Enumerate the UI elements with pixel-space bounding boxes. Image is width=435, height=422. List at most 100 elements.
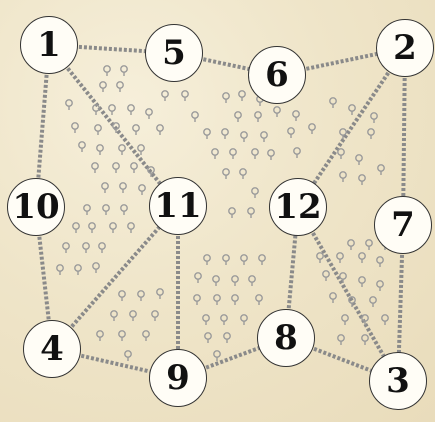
- tree-icon: [330, 293, 336, 303]
- tree-icon: [288, 128, 294, 138]
- tree-icon: [157, 289, 163, 299]
- tree-icon: [205, 333, 211, 343]
- tree-icon: [359, 277, 365, 287]
- tree-icon: [204, 129, 210, 139]
- tree-icon: [256, 295, 262, 305]
- tree-icon: [362, 335, 368, 345]
- node-10[interactable]: 10: [7, 178, 65, 236]
- node-label: 7: [391, 208, 415, 242]
- tree-icon: [73, 223, 79, 233]
- tree-icon: [93, 105, 99, 115]
- tree-icon: [125, 351, 131, 361]
- tree-icon: [117, 82, 123, 92]
- tree-icon: [349, 297, 355, 307]
- node-11[interactable]: 11: [149, 177, 207, 235]
- tree-icon: [371, 113, 377, 123]
- tree-icon: [146, 109, 152, 119]
- node-label: 10: [12, 190, 59, 224]
- tree-icon: [121, 66, 127, 76]
- tree-icon: [223, 255, 229, 265]
- tree-icon: [99, 243, 105, 253]
- node-9[interactable]: 9: [149, 349, 207, 407]
- tree-icon: [119, 145, 125, 155]
- tree-icon: [222, 129, 228, 139]
- tree-icon: [259, 255, 265, 265]
- node-5[interactable]: 5: [145, 24, 203, 82]
- tree-icon: [359, 253, 365, 263]
- tree-icon: [89, 223, 95, 233]
- tree-icon: [309, 124, 315, 134]
- tree-icon: [338, 335, 344, 345]
- tree-icon: [143, 331, 149, 341]
- node-6[interactable]: 6: [248, 46, 306, 104]
- tree-icon: [139, 185, 145, 195]
- node-8[interactable]: 8: [257, 309, 315, 367]
- tree-icon: [323, 271, 329, 281]
- tree-icon: [340, 273, 346, 283]
- tree-icon: [221, 315, 227, 325]
- node-1[interactable]: 1: [20, 16, 78, 74]
- tree-icon: [131, 163, 137, 173]
- tree-icon: [294, 148, 300, 158]
- tree-icon: [293, 111, 299, 121]
- tree-icon: [97, 145, 103, 155]
- tree-icon: [274, 107, 280, 117]
- tree-icon: [378, 165, 384, 175]
- tree-icon: [113, 123, 119, 133]
- tree-icon: [214, 351, 220, 361]
- tree-icon: [63, 243, 69, 253]
- tree-icon: [338, 149, 344, 159]
- tree-icon: [348, 240, 354, 250]
- tree-icon: [317, 253, 323, 263]
- tree-icon: [268, 150, 274, 160]
- node-label: 2: [393, 31, 417, 65]
- tree-icon: [102, 183, 108, 193]
- tree-icon: [138, 291, 144, 301]
- tree-icon: [349, 105, 355, 115]
- tree-icon: [93, 263, 99, 273]
- tree-icon: [340, 172, 346, 182]
- tree-icon: [377, 281, 383, 291]
- node-label: 1: [37, 28, 61, 62]
- tree-icon: [84, 205, 90, 215]
- node-3[interactable]: 3: [369, 352, 427, 410]
- tree-icon: [249, 276, 255, 286]
- tree-icon: [100, 82, 106, 92]
- tree-icon: [370, 297, 376, 307]
- tree-icon: [138, 145, 144, 155]
- tree-icon: [148, 167, 154, 177]
- tree-icon: [75, 265, 81, 275]
- tree-icon: [194, 295, 200, 305]
- tree-icon: [113, 163, 119, 173]
- tree-icon: [133, 125, 139, 135]
- tree-icon: [368, 129, 374, 139]
- tree-icon: [382, 315, 388, 325]
- tree-icon: [359, 175, 365, 185]
- node-label: 6: [265, 58, 289, 92]
- node-4[interactable]: 4: [23, 320, 81, 378]
- tree-icon: [356, 155, 362, 165]
- tree-icon: [121, 205, 127, 215]
- tree-icon: [255, 112, 261, 122]
- tree-icon: [239, 91, 245, 101]
- tree-icon: [119, 331, 125, 341]
- node-label: 5: [162, 36, 186, 70]
- tree-icon: [110, 223, 116, 233]
- tree-icon: [119, 291, 125, 301]
- tree-icon: [152, 311, 158, 321]
- tree-icon: [120, 183, 126, 193]
- node-2[interactable]: 2: [376, 19, 434, 77]
- tree-icon: [97, 331, 103, 341]
- tree-icon: [223, 169, 229, 179]
- tree-icon: [162, 91, 168, 101]
- node-12[interactable]: 12: [269, 178, 327, 236]
- tree-icon: [232, 295, 238, 305]
- node-7[interactable]: 7: [374, 196, 432, 254]
- node-label: 9: [166, 361, 190, 395]
- tree-icon: [92, 163, 98, 173]
- tree-icon: [248, 208, 254, 218]
- tree-icon: [157, 125, 163, 135]
- tree-icon: [232, 276, 238, 286]
- tree-icon: [230, 149, 236, 159]
